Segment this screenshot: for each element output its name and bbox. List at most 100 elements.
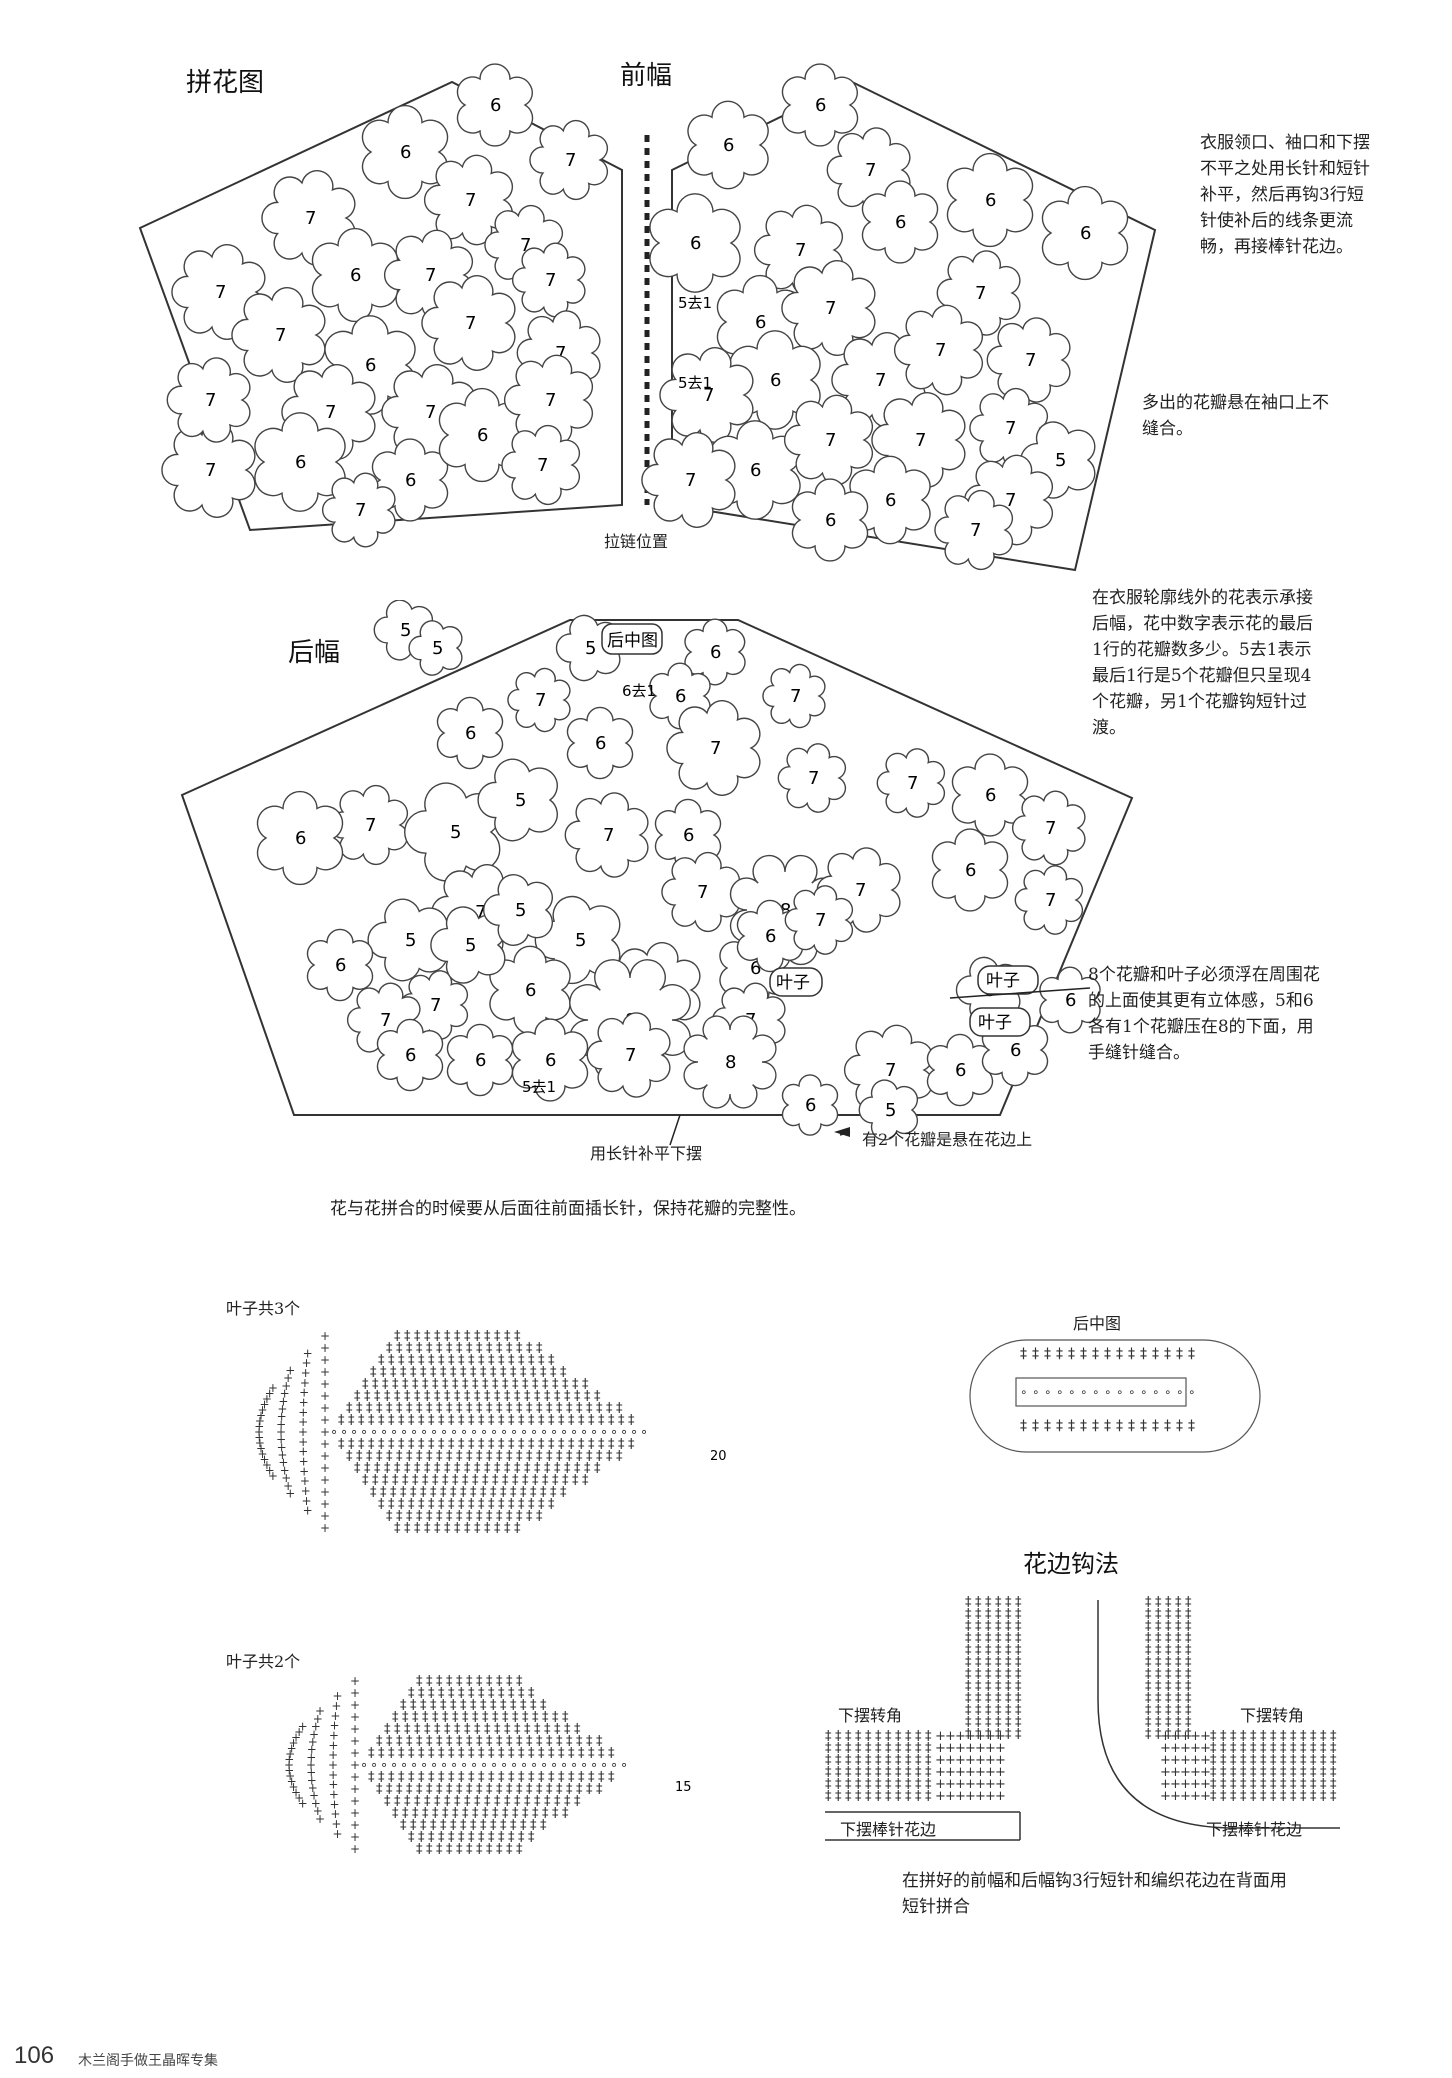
r51-a: 5去1 xyxy=(678,294,712,312)
border-stitch: ‡ xyxy=(835,1741,842,1756)
leaf3-stitch: ‡ xyxy=(588,1437,595,1452)
leaf3-stitch: ‡ xyxy=(388,1437,395,1452)
leaf2-stitch: ‡ xyxy=(508,1830,515,1845)
leaf3-stitch: ∘ xyxy=(630,1425,638,1440)
border-stitch: + xyxy=(1160,1789,1171,1804)
border-stitch: ‡ xyxy=(1220,1753,1227,1768)
leaf3-stitch: ‡ xyxy=(582,1473,589,1488)
back-flower-number: 6 xyxy=(335,955,346,976)
leaf3-stitch: ‡ xyxy=(512,1473,519,1488)
leaf2-fan-stitch: + xyxy=(350,1842,360,1856)
leaf3-stitch: ‡ xyxy=(490,1485,497,1500)
leaf3-stitch: ‡ xyxy=(368,1437,375,1452)
leaf3-stitch: ∘ xyxy=(470,1425,478,1440)
front-flower-number: 7 xyxy=(545,270,556,291)
leaf3-stitch: ‡ xyxy=(386,1341,393,1356)
back-flower-number: 6 xyxy=(405,1045,416,1066)
leaf3-stitch: ‡ xyxy=(406,1509,413,1524)
border-stitch: ‡ xyxy=(1280,1729,1287,1744)
leaf3-fan-stitch: + xyxy=(320,1509,330,1523)
border-stitch: ‡ xyxy=(1155,1619,1162,1634)
border-stitch: ‡ xyxy=(1240,1741,1247,1756)
leaf3-stitch: ‡ xyxy=(608,1437,615,1452)
border-stitch: ‡ xyxy=(985,1619,992,1634)
border-stitch: ‡ xyxy=(835,1765,842,1780)
border-stitch: ‡ xyxy=(1310,1765,1317,1780)
border-stitch: ‡ xyxy=(1250,1753,1257,1768)
leaf3-stitch: ‡ xyxy=(512,1377,519,1392)
back-flower xyxy=(661,851,741,933)
leaf3-stitch: ‡ xyxy=(454,1329,461,1344)
leaf2-fan-stitch: + xyxy=(298,1797,308,1811)
leaf2-stitch: ∘ xyxy=(380,1758,388,1773)
leaf2-stitch: ∘ xyxy=(440,1758,448,1773)
border-stitch: ‡ xyxy=(825,1741,832,1756)
border-stitch: ‡ xyxy=(965,1631,972,1646)
leaf3-stitch: ‡ xyxy=(470,1365,477,1380)
leaf2-stitch: ‡ xyxy=(464,1722,471,1737)
leaf3-stitch: ‡ xyxy=(378,1497,385,1512)
border-stitch: ‡ xyxy=(1145,1727,1152,1742)
leaf2-stitch: ‡ xyxy=(520,1698,527,1713)
leaf2-fan-stitch: + xyxy=(294,1725,304,1739)
border-stitch: ‡ xyxy=(965,1607,972,1622)
back-flower-number: 7 xyxy=(855,880,866,901)
front-flower xyxy=(161,422,256,518)
front-flower-number: 6 xyxy=(750,460,761,481)
border-stitch: + xyxy=(945,1765,956,1780)
back-flower-number: 8 xyxy=(725,1052,736,1073)
leaf2-stitch: ‡ xyxy=(478,1746,485,1761)
bc-stitch: ‡ xyxy=(1116,1346,1123,1362)
leaf2-fan-stitch: + xyxy=(306,1766,316,1780)
border-stitch: ‡ xyxy=(895,1777,902,1792)
front-flower xyxy=(311,227,399,323)
leaf3-stitch: ‡ xyxy=(472,1377,479,1392)
bc-stitch: ‡ xyxy=(1032,1346,1039,1362)
border-stitch: ‡ xyxy=(965,1703,972,1718)
leaf2-stitch: ‡ xyxy=(502,1710,509,1725)
leaf3-stitch: ‡ xyxy=(444,1389,451,1404)
back-flower xyxy=(507,667,571,733)
border-stitch: + xyxy=(975,1765,986,1780)
border-stitch: + xyxy=(1180,1789,1191,1804)
border-stitch: ‡ xyxy=(985,1607,992,1622)
border-stitch: ‡ xyxy=(1210,1765,1217,1780)
border-stitch: + xyxy=(955,1789,966,1804)
border-stitch: ‡ xyxy=(875,1789,882,1804)
leaf2-stitch: ‡ xyxy=(486,1782,493,1797)
leaf2-stitch: ‡ xyxy=(398,1770,405,1785)
leaf3-stitch: ∘ xyxy=(500,1425,508,1440)
leaf3-stitch: ∘ xyxy=(330,1425,338,1440)
leaf2-fan-stitch: + xyxy=(307,1773,317,1787)
bc-stitch: ‡ xyxy=(1176,1418,1183,1434)
leaf2-stitch: ‡ xyxy=(418,1686,425,1701)
leaf3-fan-stitch: + xyxy=(299,1464,309,1478)
leaf2-stitch: ∘ xyxy=(420,1758,428,1773)
border-stitch: ‡ xyxy=(1220,1789,1227,1804)
leaf3-stitch: ‡ xyxy=(432,1473,439,1488)
leaf3-stitch: ‡ xyxy=(546,1449,553,1464)
leaf3-stitch: ‡ xyxy=(576,1401,583,1416)
leaf2-stitch: ‡ xyxy=(396,1734,403,1749)
leaf3-stitch: ‡ xyxy=(456,1509,463,1524)
leaf2-stitch: ‡ xyxy=(516,1842,523,1857)
leaf2-stitch: ‡ xyxy=(466,1782,473,1797)
border-stitch: + xyxy=(965,1789,976,1804)
leaf3-stitch: ‡ xyxy=(628,1413,635,1428)
leaf3-stitch: ‡ xyxy=(498,1497,505,1512)
leaf3-stitch: ‡ xyxy=(438,1353,445,1368)
border-stitch: ‡ xyxy=(985,1631,992,1646)
leaf2-stitch: ‡ xyxy=(404,1722,411,1737)
leaf2-stitch: ‡ xyxy=(562,1806,569,1821)
border-stitch: ‡ xyxy=(1290,1753,1297,1768)
leaf3-stitch: ‡ xyxy=(572,1473,579,1488)
bc-stitch: ‡ xyxy=(1032,1418,1039,1434)
bc-chain: ∘ xyxy=(1104,1385,1112,1399)
leaf2-stitch: ‡ xyxy=(492,1806,499,1821)
leaf2-stitch: ∘ xyxy=(600,1758,608,1773)
border-stitch: ‡ xyxy=(985,1595,992,1610)
leaf2-stitch: ‡ xyxy=(440,1698,447,1713)
leaf2-fan-stitch: + xyxy=(350,1782,360,1796)
border-stitch: ‡ xyxy=(1240,1753,1247,1768)
border-stitch: + xyxy=(935,1777,946,1792)
